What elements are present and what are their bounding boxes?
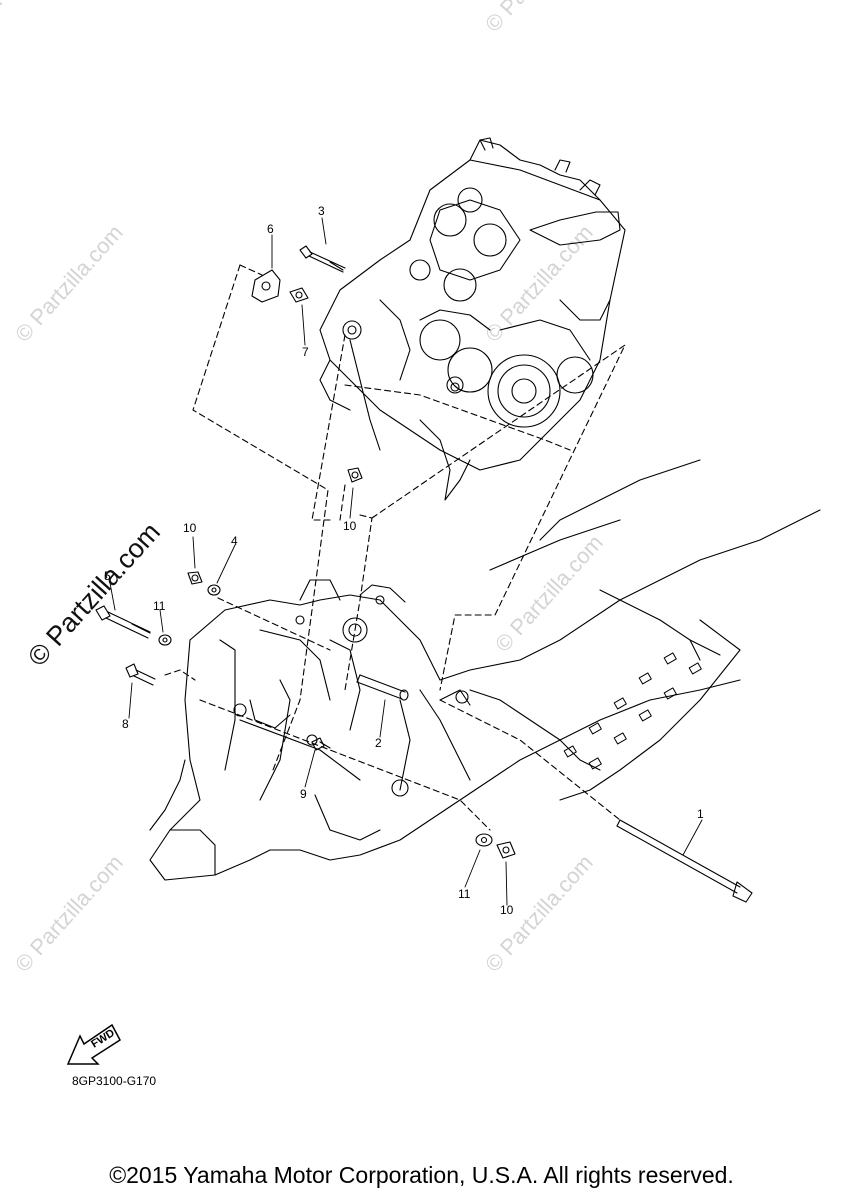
part-7-nut — [289, 287, 309, 303]
part-10-nut-bottom — [496, 841, 516, 859]
callout-1: 1 — [697, 807, 704, 821]
callout-10: 10 — [500, 903, 514, 917]
part-6-bracket — [251, 269, 281, 303]
part-1-long-bolt — [616, 819, 753, 903]
callout-7: 7 — [302, 345, 309, 359]
frame-chassis — [149, 459, 821, 881]
part-10-nut-left — [187, 571, 203, 585]
callout-4: 4 — [231, 534, 238, 548]
engine-assembly — [319, 137, 626, 501]
part-4-washer — [207, 584, 221, 596]
callout-9: 9 — [300, 787, 307, 801]
part-2-spacer — [356, 674, 409, 701]
rail-holes — [563, 652, 702, 770]
leader-lines — [109, 217, 703, 906]
callout-10: 10 — [183, 521, 197, 535]
part-9-bolt — [311, 737, 331, 751]
fwd-arrow-icon: FWD — [66, 1023, 121, 1065]
part-5-bolt — [95, 605, 151, 639]
mounting-guide-lines — [164, 264, 626, 831]
part-11-washer-right — [475, 833, 493, 847]
part-3-bolt — [299, 245, 346, 273]
callout-11: 11 — [153, 599, 166, 613]
copyright-notice: ©2015 Yamaha Motor Corporation, U.S.A. A… — [109, 1162, 734, 1188]
part-10-nut-top — [347, 467, 363, 483]
callout-10: 10 — [343, 519, 357, 533]
callout-11: 11 — [458, 887, 471, 901]
part-8-bolt — [125, 663, 156, 686]
callout-5: 5 — [104, 569, 111, 583]
perforated-rail — [559, 619, 741, 801]
reference-code: 8GP3100-G170 — [72, 1074, 157, 1088]
callout-2: 2 — [375, 736, 382, 750]
callout-8: 8 — [122, 717, 129, 731]
callout-6: 6 — [267, 222, 274, 236]
callout-3: 3 — [318, 204, 325, 218]
part-11-washer-left — [158, 634, 172, 646]
